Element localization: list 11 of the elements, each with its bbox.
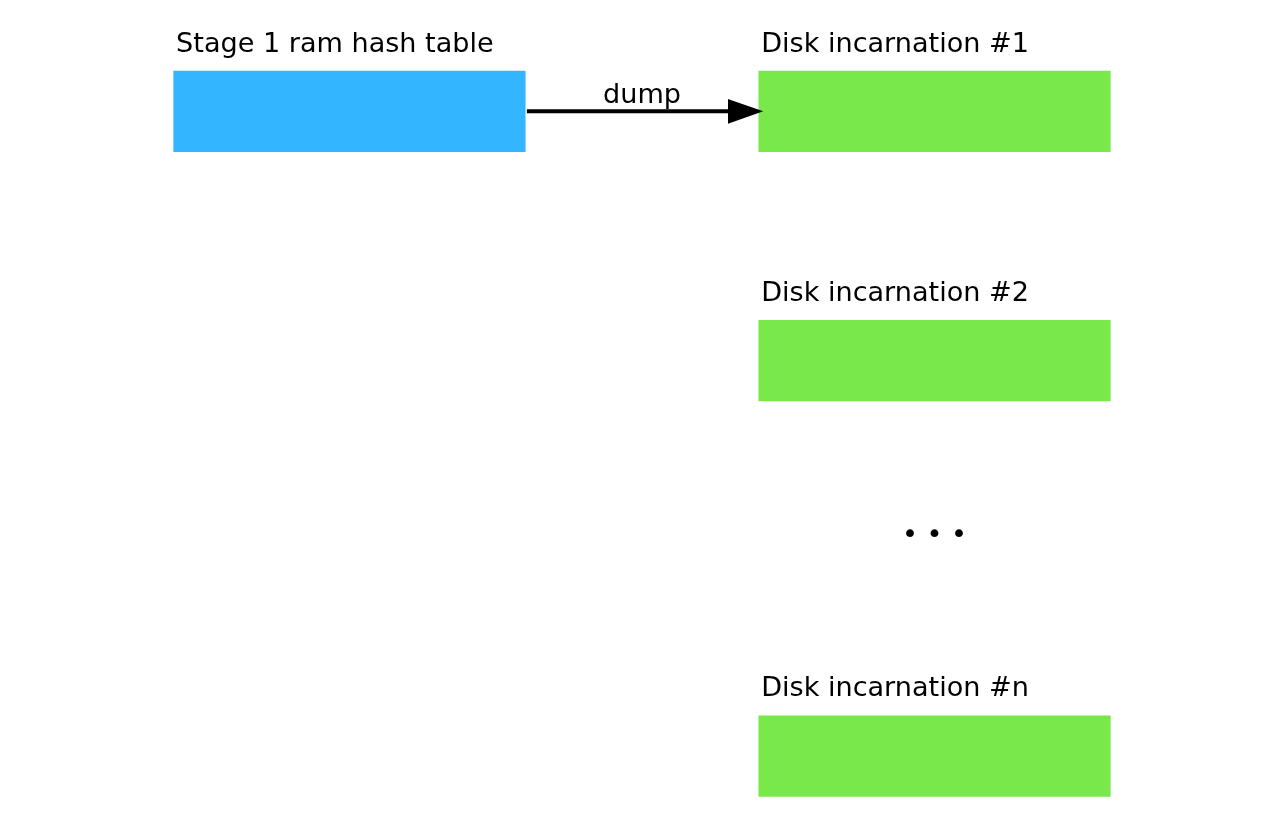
label: • • •	[901, 518, 967, 550]
node-box	[758, 715, 1111, 797]
node-label: Disk incarnation #2	[760, 275, 1029, 307]
node-box	[172, 70, 525, 152]
arrow	[526, 98, 763, 124]
node-label: Disk incarnation #1	[760, 26, 1029, 58]
node-box	[758, 319, 1111, 402]
node-label: Disk incarnation #n	[760, 671, 1029, 703]
node-box	[758, 70, 1111, 152]
node-label: Stage 1 ram hash table	[175, 26, 494, 58]
edge-label: dump	[602, 78, 681, 110]
